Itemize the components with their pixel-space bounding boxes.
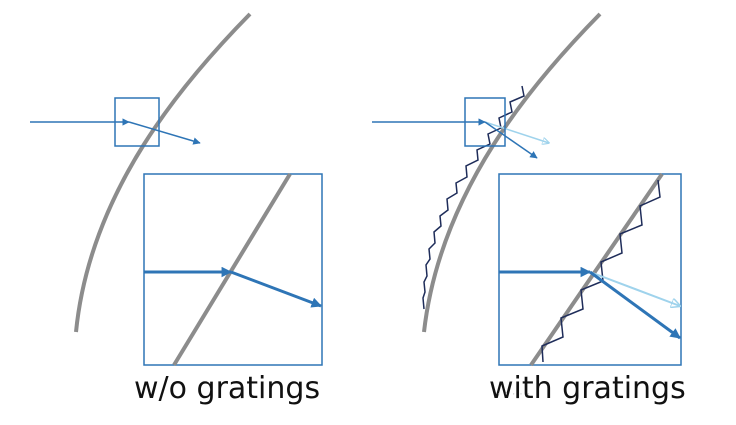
right-grating-teeth bbox=[422, 85, 525, 310]
left-refracted-ray bbox=[128, 121, 201, 145]
right-diffracted-ray-faint bbox=[484, 121, 549, 143]
left-zoom-box-small bbox=[114, 97, 160, 147]
left-panel bbox=[30, 12, 323, 367]
right-zoom-box-small bbox=[464, 97, 506, 147]
watermark: · · · · · bbox=[497, 386, 531, 400]
right-inset-diffracted-ray bbox=[589, 270, 681, 340]
left-zoom-inset bbox=[143, 172, 323, 367]
left-panel-caption: w/o gratings bbox=[134, 371, 321, 406]
right-curved-surface bbox=[422, 12, 602, 333]
right-zoom-inset bbox=[498, 172, 682, 367]
right-inset-grating-teeth bbox=[541, 179, 661, 363]
right-panel-caption: with gratings bbox=[489, 371, 686, 406]
right-panel bbox=[372, 12, 682, 367]
right-zoom-inset-frame bbox=[498, 173, 682, 366]
right-diffracted-ray bbox=[484, 121, 538, 159]
left-curved-surface bbox=[74, 12, 252, 333]
left-inset-refracted-ray bbox=[230, 270, 322, 308]
right-inset-diffracted-ray-faint bbox=[589, 271, 680, 306]
